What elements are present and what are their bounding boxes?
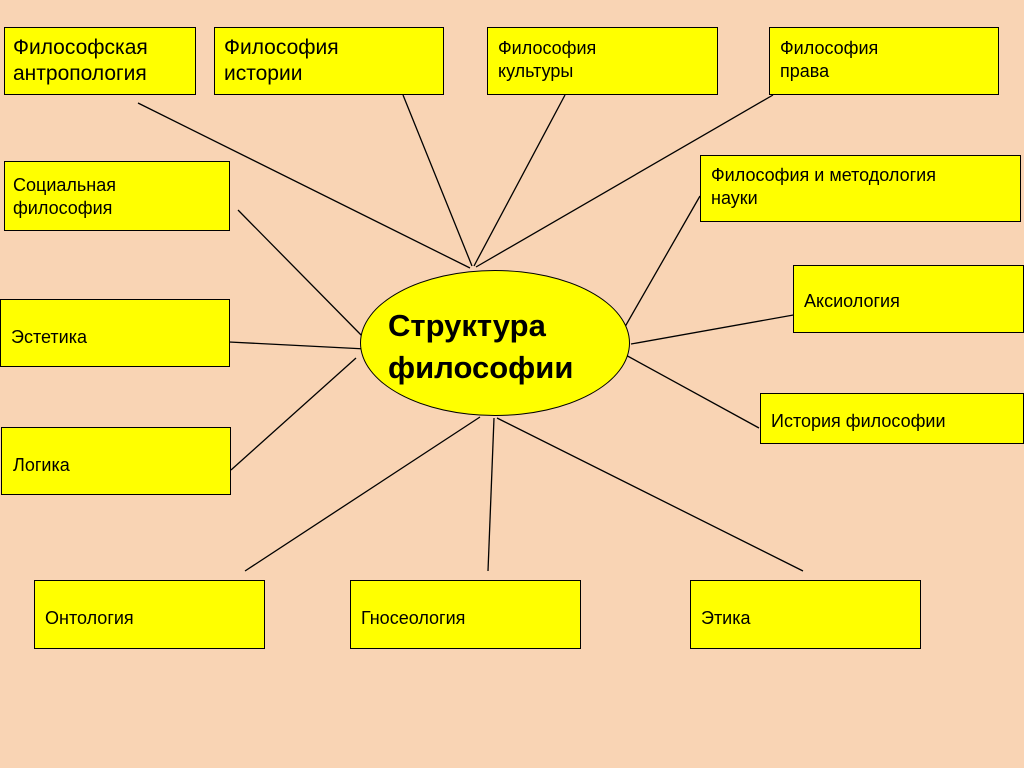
central-title: Структура философии [388,308,574,385]
node-logic: Логика [1,427,231,495]
connector-phil-law [475,94,774,268]
node-philosophical-anthropology: Философская антропология [4,27,196,95]
connector-history-of-phil [621,352,760,429]
connector-phil-anthropology [137,102,471,269]
connector-social-phil [237,209,367,341]
node-aesthetics: Эстетика [0,299,230,367]
node-philosophy-of-history: Философия истории [214,27,444,95]
node-philosophy-methodology-science: Философия и методология науки [700,155,1021,222]
node-philosophy-of-culture: Философия культуры [487,27,718,95]
connector-phil-history [402,94,473,267]
node-gnoseology: Гносеология [350,580,581,649]
connector-phil-culture [473,94,566,267]
connector-aesthetics [228,341,367,350]
connector-gnoseology [487,417,495,572]
connector-phil-method-science [617,195,701,340]
central-ellipse: Структура философии [360,270,630,416]
node-ethics: Этика [690,580,921,649]
connector-logic [230,357,357,471]
node-axiology: Аксиология [793,265,1024,333]
connector-axiology [630,313,800,345]
node-ontology: Онтология [34,580,265,649]
connector-ethics [496,417,804,572]
node-social-philosophy: Социальная философия [4,161,230,231]
connector-ontology [244,416,481,572]
node-philosophy-of-law: Философия права [769,27,999,95]
node-history-of-philosophy: История философии [760,393,1024,444]
